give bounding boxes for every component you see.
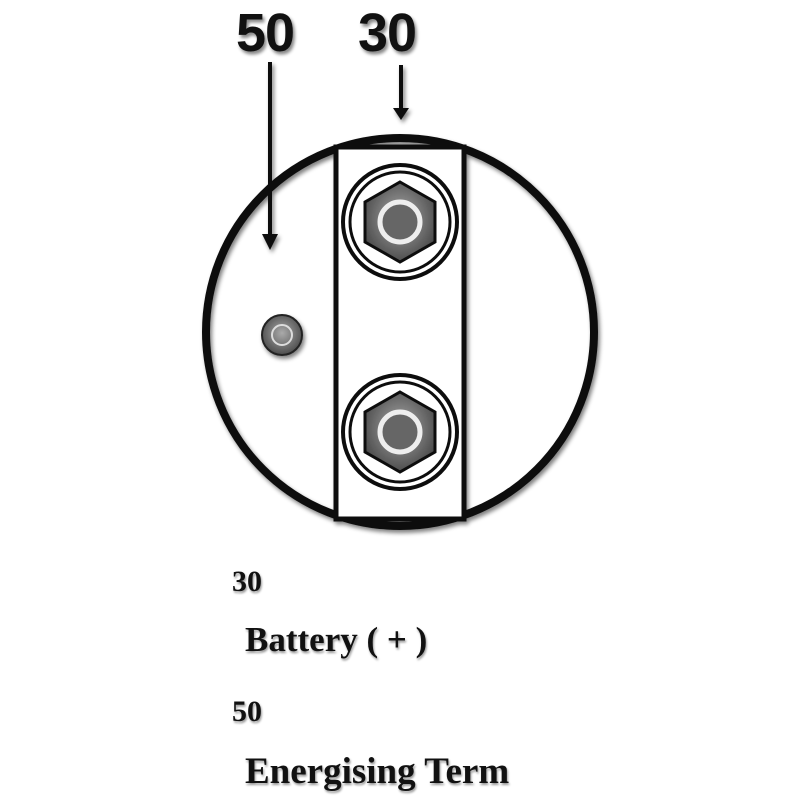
terminal-50-stud bbox=[261, 314, 303, 356]
legend-description-30: Battery ( + ) bbox=[245, 620, 428, 659]
legend-code-30: 30 bbox=[232, 565, 262, 598]
legend-description-50: Energising Term bbox=[245, 751, 510, 792]
arrow-30-head bbox=[393, 108, 409, 120]
housing-circle bbox=[202, 134, 598, 530]
terminal-label-30: 30 bbox=[358, 3, 417, 63]
arrow-50-head bbox=[262, 234, 278, 250]
nut-30-upper bbox=[341, 163, 459, 281]
legend-code-50: 50 bbox=[232, 695, 262, 728]
nut-lower bbox=[341, 373, 459, 491]
terminal-label-50: 50 bbox=[236, 3, 295, 63]
